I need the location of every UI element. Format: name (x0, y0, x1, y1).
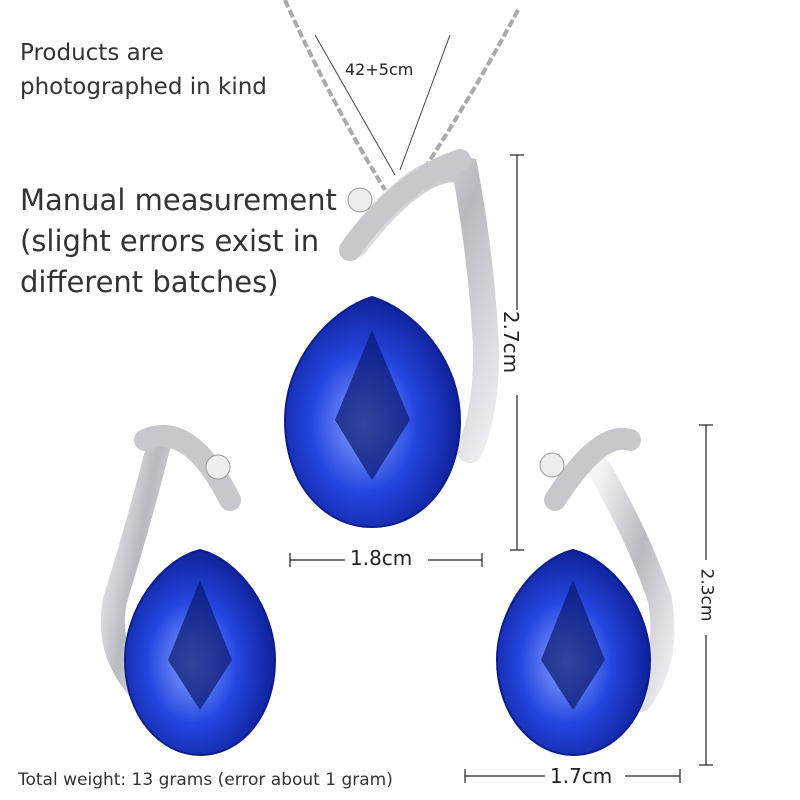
necklace-chain (283, 0, 520, 192)
note-line: Manual measurement (20, 183, 337, 217)
measurement-note: Manual measurement (slight errors exist … (20, 180, 337, 303)
note-line: different batches) (20, 265, 279, 299)
pendant-height-label: 2.7cm (499, 310, 524, 374)
left-earring (100, 425, 277, 757)
chain-length-label: 42+5cm (345, 60, 414, 79)
earring-width-label: 1.7cm (550, 764, 613, 788)
pendant-width-label: 1.8cm (350, 546, 413, 570)
note-line: (slight errors exist in (20, 224, 320, 258)
note-line: Products are (20, 40, 164, 66)
note-line: photographed in kind (20, 74, 267, 100)
chain-measure-lines (314, 34, 451, 176)
photo-note: Products are photographed in kind (20, 36, 267, 104)
earring-height-label: 2.3cm (696, 568, 717, 622)
right-earring (495, 427, 675, 757)
pendant (283, 149, 499, 529)
weight-note: Total weight: 13 grams (error about 1 gr… (18, 770, 393, 790)
measure-lines (289, 154, 713, 783)
